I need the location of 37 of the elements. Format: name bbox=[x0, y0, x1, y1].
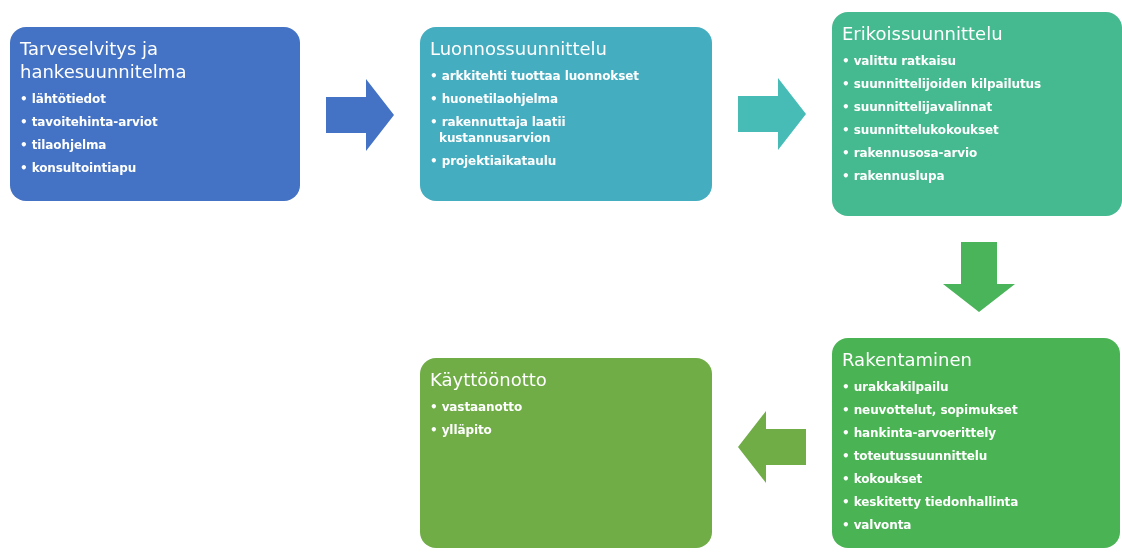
block-arrow bbox=[943, 242, 1015, 312]
block-arrow bbox=[738, 78, 806, 150]
stage-heading: Käyttöönotto bbox=[430, 368, 548, 391]
stage-heading: Luonnossuunnittelu bbox=[430, 37, 608, 60]
bullet-item: • urakkakilpailu bbox=[842, 379, 950, 395]
bullet-item: • hankinta-arvoerittely bbox=[842, 425, 997, 441]
bullet-item: • suunnittelukokoukset bbox=[842, 122, 1000, 138]
bullet-item: • rakennuttaja laatii kustannusarvion bbox=[430, 114, 567, 146]
stage-heading: Erikoissuunnittelu bbox=[842, 22, 1004, 45]
bullet-item: • tavoitehinta-arviot bbox=[20, 114, 159, 130]
bullet-item: • suunnittelijavalinnat bbox=[842, 99, 994, 115]
bullet-item: • huonetilaohjelma bbox=[430, 91, 559, 107]
bullet-item: • tilaohjelma bbox=[20, 137, 108, 153]
bullet-item: • rakennuslupa bbox=[842, 168, 946, 184]
stage-box bbox=[420, 358, 712, 548]
bullet-item: • arkkitehti tuottaa luonnokset bbox=[430, 68, 640, 84]
bullet-item: • valittu ratkaisu bbox=[842, 53, 958, 69]
bullet-item: • kokoukset bbox=[842, 471, 924, 487]
bullet-item: • suunnittelijoiden kilpailutus bbox=[842, 76, 1043, 92]
bullet-item: • valvonta bbox=[842, 517, 913, 533]
bullet-item: • neuvottelut, sopimukset bbox=[842, 402, 1019, 418]
stage-box bbox=[420, 27, 712, 201]
stage-box bbox=[10, 27, 300, 201]
stage-box bbox=[832, 338, 1120, 548]
bullet-item: • toteutussuunnittelu bbox=[842, 448, 989, 464]
bullet-item: • projektiaikataulu bbox=[430, 153, 558, 169]
bullet-item: • konsultointiapu bbox=[20, 160, 138, 176]
bullet-item: • lähtötiedot bbox=[20, 91, 107, 107]
block-arrow bbox=[326, 79, 394, 151]
block-arrow bbox=[738, 411, 806, 483]
stage-box bbox=[832, 12, 1122, 216]
stage-heading: Rakentaminen bbox=[842, 348, 973, 371]
bullet-item: • vastaanotto bbox=[430, 399, 524, 415]
bullet-item: • keskitetty tiedonhallinta bbox=[842, 494, 1020, 510]
bullet-item: • rakennusosa-arvio bbox=[842, 145, 979, 161]
bullet-item: • ylläpito bbox=[430, 422, 493, 438]
stage-heading: Tarveselvitys ja hankesuunnitelma bbox=[20, 37, 188, 83]
